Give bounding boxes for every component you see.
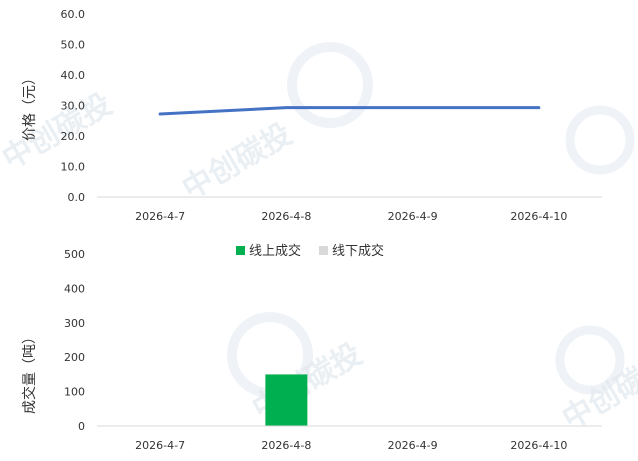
price-y-tick-label: 50.0 bbox=[61, 39, 86, 52]
price-x-tick-label: 2026-4-7 bbox=[135, 210, 185, 223]
volume-y-tick-label: 500 bbox=[64, 248, 85, 261]
watermark-text: 中创碳投 bbox=[177, 117, 298, 207]
volume-y-tick-label: 400 bbox=[64, 282, 85, 295]
price-y-tick-label: 0.0 bbox=[68, 191, 86, 204]
volume-legend: 线上成交 线下成交 bbox=[236, 243, 384, 259]
price-x-tick-label: 2026-4-10 bbox=[510, 210, 567, 223]
price-x-tick-label: 2026-4-9 bbox=[388, 210, 438, 223]
legend-swatch-offline bbox=[319, 246, 328, 255]
volume-y-tick-label: 200 bbox=[64, 351, 85, 364]
volume-y-tick-label: 0 bbox=[78, 420, 85, 433]
price-line-chart: 价格（元） 60.0 50.0 40.0 30.0 20.0 10.0 0.0 2026-4… bbox=[22, 8, 602, 223]
volume-x-tick-label: 2026-4-7 bbox=[135, 439, 185, 452]
legend-label-online: 线上成交 bbox=[249, 243, 301, 259]
price-y-axis-title: 价格（元） bbox=[22, 71, 38, 141]
volume-bar-chart: 成交量（吨） 线上成交 线下成交 500 400 300 200 100 0 2026-4… bbox=[21, 243, 602, 452]
watermark-text: 中创碳投 bbox=[0, 87, 118, 177]
volume-x-tick-label: 2026-4-8 bbox=[261, 439, 311, 452]
legend-label-offline: 线下成交 bbox=[332, 243, 384, 259]
price-y-tick-label: 20.0 bbox=[61, 130, 86, 143]
price-y-tick-label: 30.0 bbox=[61, 100, 86, 113]
watermark-logo-ring bbox=[555, 325, 625, 395]
price-series-line bbox=[158, 106, 541, 116]
volume-x-tick-label: 2026-4-10 bbox=[510, 439, 567, 452]
volume-y-tick-label: 100 bbox=[64, 386, 85, 399]
volume-bar-online bbox=[265, 374, 308, 426]
volume-y-tick-label: 300 bbox=[64, 317, 85, 330]
watermark-logo-ring bbox=[565, 105, 635, 175]
price-x-tick-label: 2026-4-8 bbox=[261, 210, 311, 223]
price-y-tick-label: 60.0 bbox=[61, 8, 86, 21]
volume-x-tick-label: 2026-4-9 bbox=[388, 439, 438, 452]
volume-y-axis-title: 成交量（吨） bbox=[21, 330, 38, 414]
watermark-logo-ring bbox=[287, 42, 373, 128]
price-y-tick-label: 40.0 bbox=[61, 69, 86, 82]
watermark-group: 中创碳投 中创碳投 中创碳投 中创碳投 bbox=[0, 42, 638, 437]
legend-swatch-online bbox=[236, 246, 245, 255]
price-y-tick-label: 10.0 bbox=[61, 161, 86, 174]
